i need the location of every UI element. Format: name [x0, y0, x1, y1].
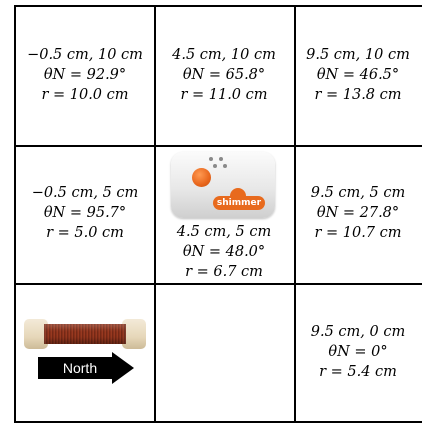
- cell-r1c1: −0.5 cm, 10 cm θN = 92.9° r = 10.0 cm: [16, 45, 154, 105]
- grid-divider: [294, 7, 296, 421]
- cell-r2c1: −0.5 cm, 5 cm θN = 95.7° r = 5.0 cm: [16, 183, 154, 243]
- position-label: 9.5 cm, 5 cm: [310, 185, 406, 201]
- theta-label: θN = 95.7°: [43, 205, 127, 221]
- shimmer-sensor-image: shimmer: [171, 152, 275, 218]
- cell-r2c3: 9.5 cm, 5 cm θN = 27.8° r = 10.7 cm: [294, 183, 422, 243]
- device-led: [219, 157, 223, 161]
- distance-label: r = 10.7 cm: [314, 225, 402, 241]
- theta-label: θN = 48.0°: [182, 244, 266, 260]
- arrow-head-icon: [112, 352, 134, 384]
- north-label: North: [62, 360, 98, 376]
- grid-divider: [16, 283, 422, 285]
- position-label: 4.5 cm, 10 cm: [172, 47, 276, 63]
- cell-r2c2: 4.5 cm, 5 cm θN = 48.0° r = 6.7 cm: [154, 222, 294, 282]
- position-label: 4.5 cm, 5 cm: [176, 224, 272, 240]
- position-label: 9.5 cm, 0 cm: [310, 324, 406, 340]
- position-label: 9.5 cm, 10 cm: [306, 47, 410, 63]
- device-button: [192, 168, 211, 187]
- north-arrow: North: [38, 352, 134, 384]
- distance-label: r = 5.0 cm: [46, 225, 124, 241]
- arrow-shaft: [38, 357, 112, 379]
- position-label: −0.5 cm, 10 cm: [27, 47, 143, 63]
- brand-mark: [230, 188, 246, 197]
- cell-r3c3: 9.5 cm, 0 cm θN = 0° r = 5.4 cm: [294, 322, 422, 382]
- cell-r1c2: 4.5 cm, 10 cm θN = 65.8° r = 11.0 cm: [154, 45, 294, 105]
- device-led: [209, 157, 213, 161]
- distance-label: r = 11.0 cm: [180, 87, 268, 103]
- theta-label: θN = 46.5°: [316, 67, 400, 83]
- grid-divider: [16, 145, 422, 147]
- coil-image: [24, 319, 146, 349]
- theta-label: θN = 65.8°: [182, 67, 266, 83]
- theta-label: θN = 0°: [328, 344, 388, 360]
- theta-label: θN = 92.9°: [43, 67, 127, 83]
- theta-label: θN = 27.8°: [316, 205, 400, 221]
- brand-logo: shimmer: [213, 196, 265, 210]
- device-led: [223, 164, 227, 168]
- distance-label: r = 5.4 cm: [319, 364, 397, 380]
- distance-label: r = 10.0 cm: [41, 87, 129, 103]
- coil-end-cap: [122, 319, 146, 349]
- grid-divider: [154, 7, 156, 421]
- position-label: −0.5 cm, 5 cm: [31, 185, 139, 201]
- distance-label: r = 6.7 cm: [185, 264, 263, 280]
- distance-label: r = 13.8 cm: [314, 87, 402, 103]
- coil-winding: [44, 324, 126, 344]
- device-led: [213, 164, 217, 168]
- cell-r1c3: 9.5 cm, 10 cm θN = 46.5° r = 13.8 cm: [294, 45, 422, 105]
